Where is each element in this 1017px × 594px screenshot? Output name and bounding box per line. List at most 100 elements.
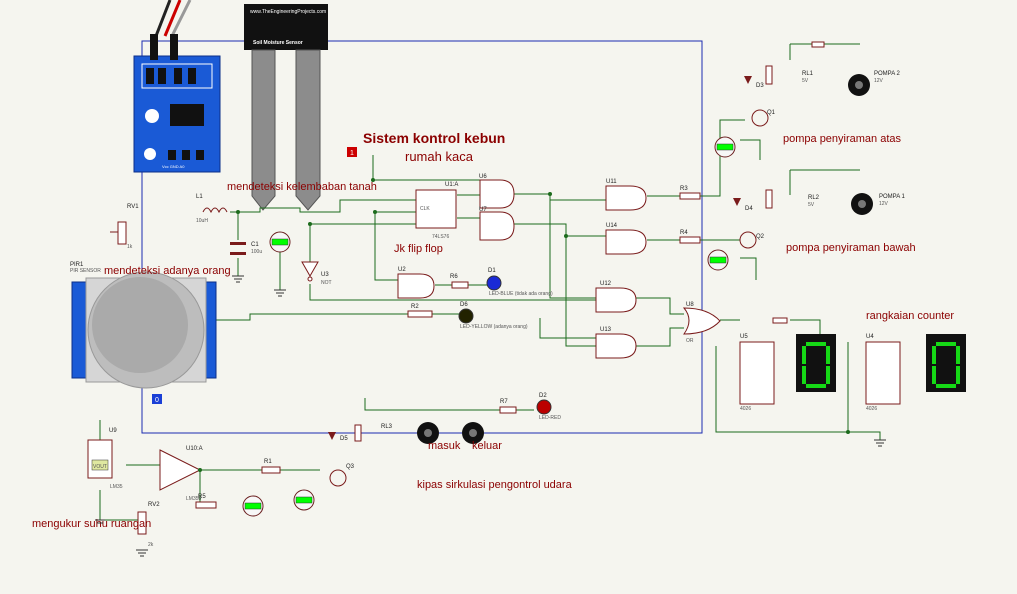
pompa1-label: POMPA 1 [879,194,906,200]
u2-label: U2 [398,267,406,273]
annotation-pump-top: pompa penyiraman atas [783,133,902,145]
r2-label: R2 [411,304,419,310]
u11-label: U11 [606,179,617,185]
u8-type: OR [686,338,694,344]
u1-label: U1:A [445,182,458,188]
u10-type: LM358 [186,496,202,502]
r7-label: R7 [500,399,508,405]
sensor-brand: www.TheEngineeringProjects.com [250,9,326,15]
u4-label: U4 [866,334,874,340]
r5-label: R5 [198,494,206,500]
rl2-label: RL2 [808,195,820,201]
r1-label: R1 [264,459,272,465]
r4-label: R4 [680,230,688,236]
r6-label: R6 [450,274,458,280]
u3-label: U3 [321,272,329,278]
rl3-label: RL3 [381,424,393,430]
rv1-label: RV1 [127,204,139,210]
ground-symbols [95,275,886,557]
potentiometer-rv2: RV2 2k [137,502,160,548]
temperature-sensor-u9: U9 VOUT LM35 [87,428,123,490]
rv2-value: 2k [148,542,154,548]
l1-label: L1 [196,194,203,200]
annotation-temp: mengukur suhu ruangan [32,518,151,530]
u1-type: 74LS76 [432,234,449,240]
u13-label: U13 [600,327,612,333]
annotation-pump-bottom: pompa penyiraman bawah [786,242,916,254]
capacitor-c1: C1 100u [230,242,262,255]
potentiometer-rv1: RV1 1k [110,204,139,250]
d6-label: D6 [460,302,468,308]
u12-label: U12 [600,281,612,287]
q1-label: Q1 [767,110,776,116]
annotation-soil: mendeteksi kelembaban tanah [227,181,377,193]
d1-label: D1 [488,268,496,274]
d2-type: LED-RED [539,415,561,421]
wires [99,43,881,521]
u4-type: 4026 [866,406,877,412]
resistors: R3 R4 R6 R2 R7 R1 R5 [195,186,701,509]
jk-flip-flop-u1: U1:A 74LS76 CLK [415,182,458,240]
logic-state-0[interactable] [152,394,162,404]
pir-sensor: PIR1 PIR SENSOR [70,262,217,389]
logic-state-0-label: 0 [155,397,159,404]
u9-label: U9 [109,428,117,434]
counter-u5: U5 4026 [739,334,775,412]
sensor-name: Soil Moisture Sensor [253,40,303,46]
u5-type: 4026 [740,406,751,412]
u9-type: LM35 [110,484,123,490]
leds: D1 LED-BLUE (tidak ada orang) D6 LED-YEL… [458,268,561,421]
soil-moisture-sensor: www.TheEngineeringProjects.com Soil Mois… [244,4,328,211]
counter-button[interactable] [772,317,788,324]
seven-segment-display-1 [796,334,836,392]
u6-label: U6 [479,174,487,180]
annotation-pir: mendeteksi adanya orang [104,265,231,277]
d5-label: D5 [340,436,348,442]
u7-label: U7 [479,207,487,213]
sensor-cable [154,0,192,37]
diagram-title: Sistem kontrol kebun [363,130,505,146]
soil-moisture-module: Vcc GND A0 [133,34,221,173]
pompa1-value: 12V [879,201,889,207]
q2-label: Q2 [756,234,765,240]
u5-label: U5 [740,334,748,340]
pump-bottom-circuit: D4 RL2 5V Q2 POMPA 1 12V [733,189,906,249]
d6-type: LED-YELLOW (adanya orang) [460,324,528,330]
counter-u4: U4 4026 [865,334,901,412]
l1-value: 10uH [196,218,208,224]
r3-label: R3 [680,186,688,192]
not-gate-u3: U3 NOT [301,261,332,286]
d4-label: D4 [745,206,753,212]
rv2-label: RV2 [148,502,160,508]
rv1-value: 1k [127,244,133,250]
voltmeter [242,136,736,517]
seven-segment-display-2 [926,334,966,392]
logic-state-1[interactable] [347,147,357,157]
and-gates: U6 U7 U11 U14 U2 U12 U13 [397,174,647,359]
pir1-label: PIR1 [70,262,84,268]
pump-top-circuit: D3 RL1 5V Q1 POMPA 2 12V [744,41,901,127]
u3-type: NOT [321,280,332,286]
logic-state-1-label: 1 [350,150,354,157]
u8-label: U8 [686,302,694,308]
annotation-keluar: keluar [472,440,502,452]
u14-label: U14 [606,223,618,229]
fan-circuit: D5 RL3 Q3 [328,422,484,487]
u10-label: U10:A [186,446,203,452]
annotation-counter: rangkaian counter [866,310,954,322]
annotation-flipflop: Jk flip flop [394,243,443,255]
q3-label: Q3 [346,464,355,470]
junction-dots [198,178,850,472]
rl1-label: RL1 [802,71,814,77]
annotation-masuk: masuk [428,440,461,452]
or-gate-u8: U8 OR [682,302,721,344]
d1-type: LED-BLUE (tidak ada orang) [489,291,553,297]
inductor-l1: L1 10uH [196,194,228,224]
rl2-value: 5V [808,202,815,208]
c1-label: C1 [251,242,259,248]
u1-clk: CLK [420,206,430,212]
op-amp-u10: U10:A LM358 [159,446,203,502]
rl1-value: 5V [802,78,809,84]
d3-label: D3 [756,83,764,89]
